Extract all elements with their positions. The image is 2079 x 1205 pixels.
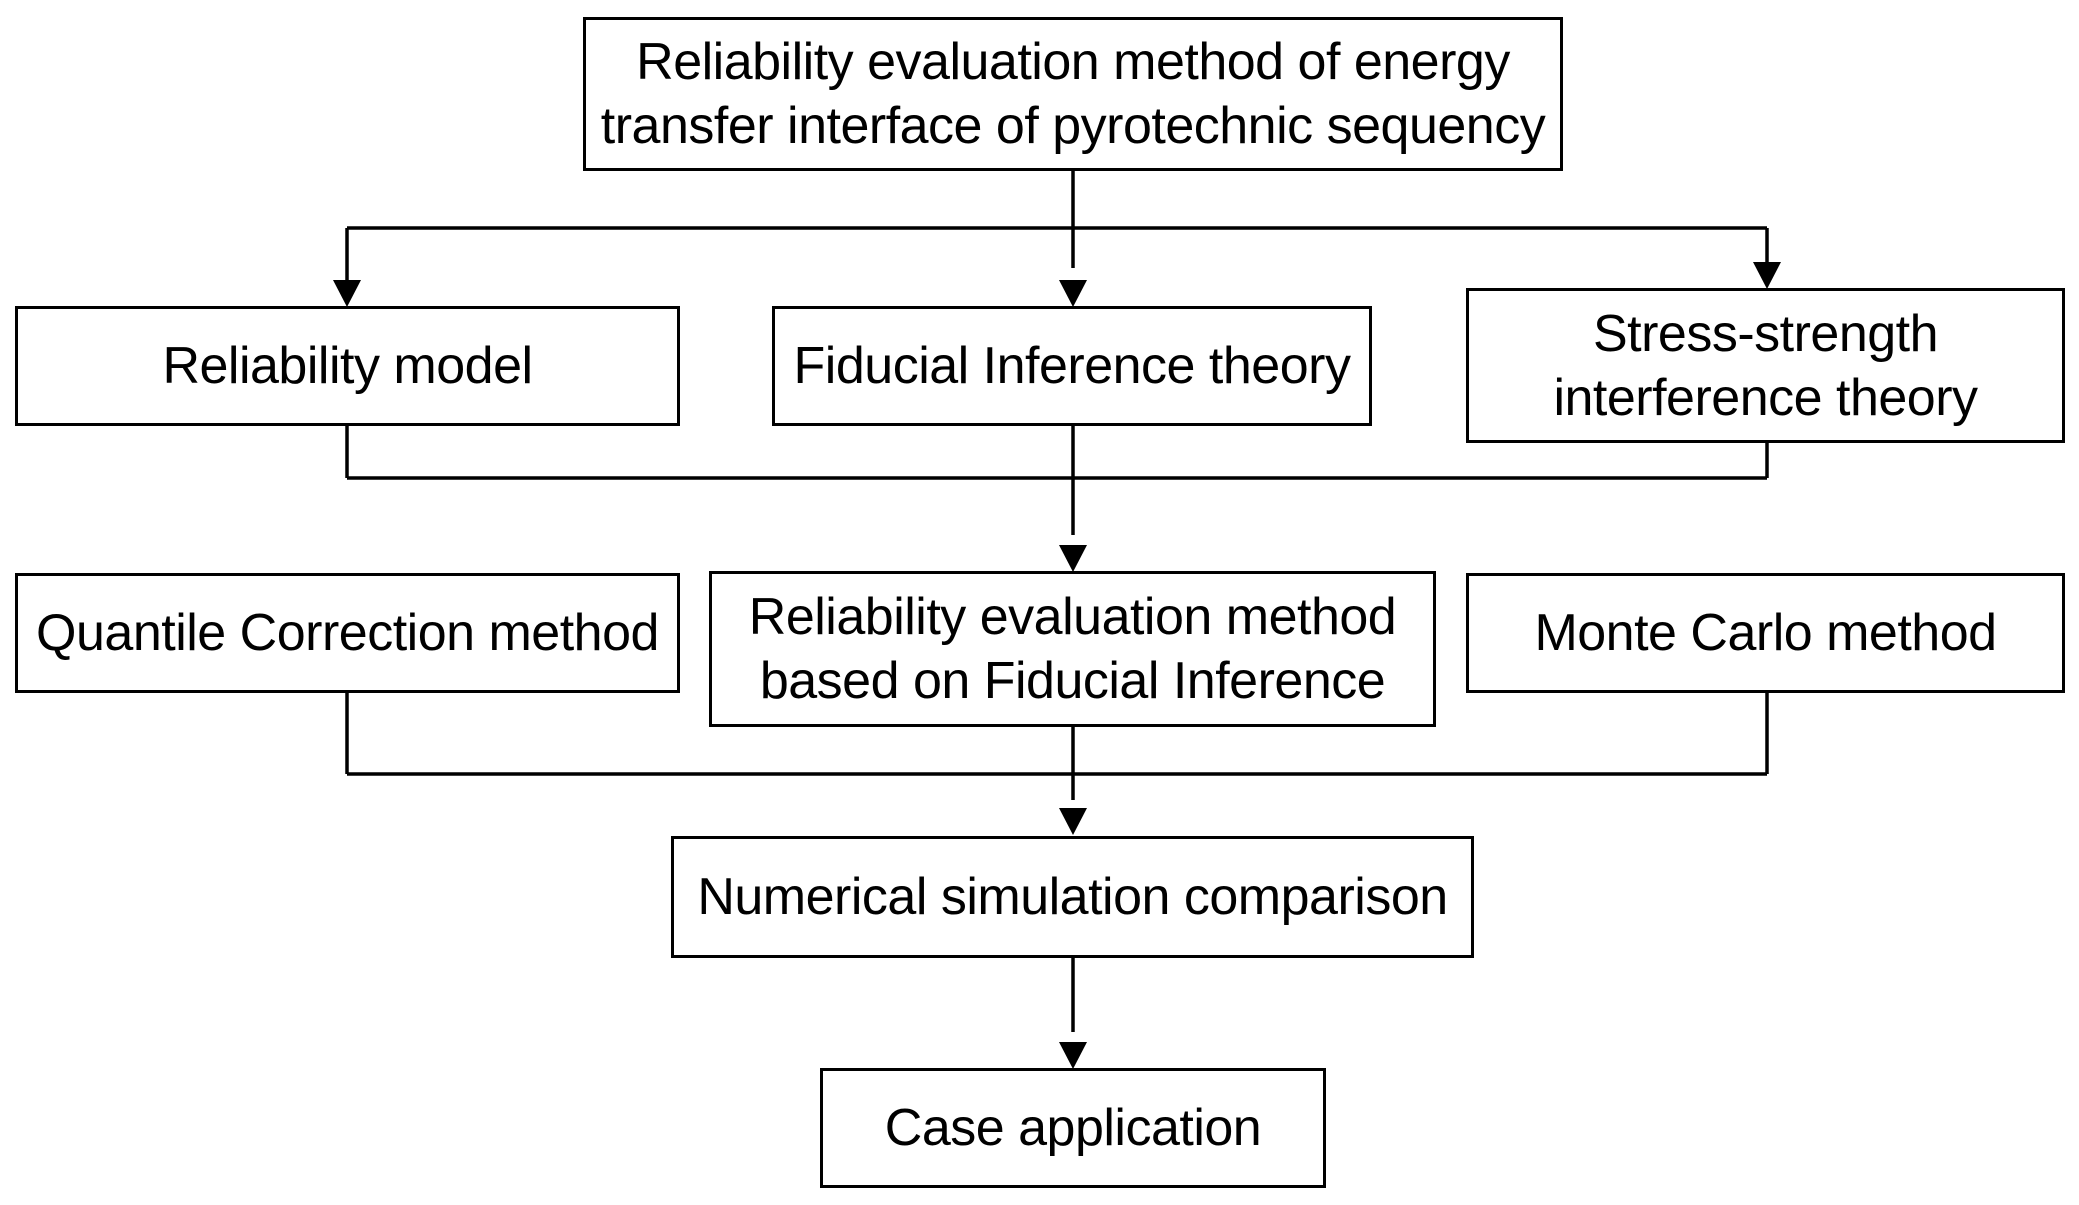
node-fiducial-method-label: Reliability evaluation method based on F… [748, 588, 1397, 710]
node-case-application: Case application [820, 1068, 1326, 1188]
node-fiducial-theory: Fiducial Inference theory [772, 306, 1372, 426]
node-root-label: Reliability evaluation method of energy … [600, 33, 1546, 155]
arrowhead-fiducial-theory [1059, 280, 1087, 307]
node-numerical-simulation-label: Numerical simulation comparison [697, 868, 1448, 926]
node-stress-strength: Stress-strength interference theory [1466, 288, 2065, 443]
node-case-application-label: Case application [884, 1099, 1262, 1157]
node-monte-carlo-label: Monte Carlo method [1534, 604, 1997, 662]
node-stress-strength-label: Stress-strength interference theory [1553, 304, 1978, 427]
node-quantile-correction: Quantile Correction method [15, 573, 680, 693]
node-monte-carlo: Monte Carlo method [1466, 573, 2065, 693]
node-fiducial-theory-label: Fiducial Inference theory [793, 337, 1351, 395]
node-numerical-simulation: Numerical simulation comparison [671, 836, 1474, 958]
arrowhead-reliability-model [333, 280, 361, 307]
node-fiducial-method: Reliability evaluation method based on F… [709, 571, 1436, 727]
node-reliability-model-label: Reliability model [162, 337, 533, 395]
node-root: Reliability evaluation method of energy … [583, 17, 1563, 171]
node-quantile-correction-label: Quantile Correction method [36, 604, 659, 662]
arrowhead-fiducial-method [1059, 545, 1087, 572]
node-reliability-model: Reliability model [15, 306, 680, 426]
arrowhead-numerical-simulation [1059, 808, 1087, 835]
arrowhead-case-application [1059, 1042, 1087, 1069]
arrowhead-stress-strength [1753, 262, 1781, 289]
